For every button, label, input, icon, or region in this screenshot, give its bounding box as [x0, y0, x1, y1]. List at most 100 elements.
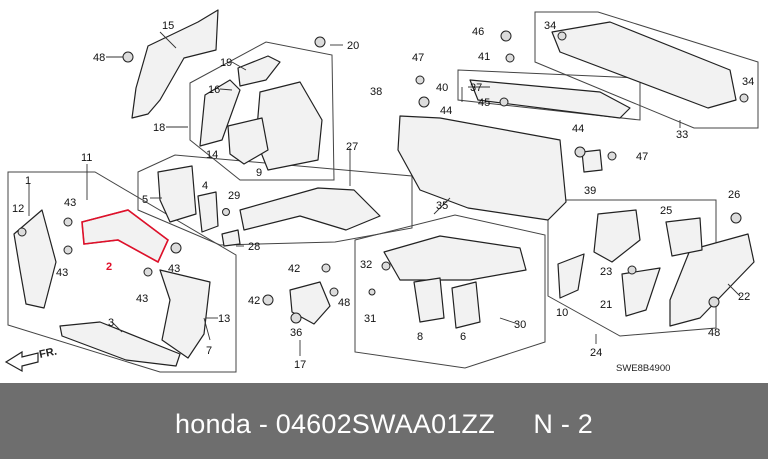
callout-5: 5 — [142, 194, 148, 206]
nut-36 — [290, 312, 302, 324]
callout-4: 4 — [202, 180, 208, 192]
callout-25: 25 — [660, 205, 672, 217]
callout-17: 17 — [294, 359, 306, 371]
callout-30: 30 — [514, 319, 526, 331]
callout-20: 20 — [347, 40, 359, 52]
callout-14: 14 — [206, 149, 218, 161]
nut-43a — [63, 217, 73, 227]
callout-22: 22 — [738, 291, 750, 303]
part-33-cowl — [551, 21, 737, 109]
highlight-outline — [81, 209, 169, 264]
bolt-42a — [321, 263, 331, 273]
bolt-47a — [415, 75, 425, 85]
callout-47: 47 — [412, 52, 424, 64]
leader-16 — [219, 88, 233, 91]
callout-34: 34 — [544, 20, 556, 32]
callout-40: 40 — [436, 82, 448, 94]
bolt-42b — [262, 294, 274, 306]
clip-32 — [381, 261, 391, 271]
callout-37: 37 — [470, 82, 482, 94]
clip-29 — [222, 208, 230, 216]
part-4-bracket — [197, 191, 219, 233]
callout-38: 38 — [370, 86, 382, 98]
box-cowl — [534, 11, 759, 129]
part-39-bracket — [581, 149, 603, 173]
part-8-bracket — [413, 277, 445, 323]
leader-35 — [433, 197, 451, 215]
callout-48: 48 — [338, 297, 350, 309]
part-17-mount — [289, 281, 331, 325]
callout-23: 23 — [600, 266, 612, 278]
part-18-upper-member — [199, 79, 241, 147]
callout-11: 11 — [81, 152, 92, 164]
clip-34a — [557, 31, 567, 41]
callout-48: 48 — [708, 327, 720, 339]
nut-44a — [418, 96, 430, 108]
callout-27: 27 — [346, 141, 358, 153]
part-24-upper-panel — [593, 209, 641, 263]
front-arrow-icon — [4, 350, 39, 373]
part-6-bracket — [451, 281, 481, 329]
part-22-rear-frame — [669, 233, 755, 327]
leader-3 — [111, 321, 123, 333]
callout-32: 32 — [360, 259, 372, 271]
bolt-23 — [627, 265, 637, 275]
callout-26: 26 — [728, 189, 740, 201]
callout-labels: 1234567891011121314151617181920212223242… — [12, 20, 754, 371]
exploded-view-illustration: FR. 123456789101112131415161718192021222… — [4, 9, 759, 374]
callout-39: 39 — [584, 185, 596, 197]
bolt-43c — [143, 267, 153, 277]
clip-26 — [730, 212, 742, 224]
callout-42: 42 — [288, 263, 300, 275]
box-front-side — [354, 214, 546, 369]
nut-41 — [505, 53, 515, 63]
callout-15: 15 — [162, 20, 174, 32]
callout-43: 43 — [168, 263, 180, 275]
banner-text: honda - 04602SWAA01ZZ N - 2 — [175, 409, 593, 439]
callout-7: 7 — [206, 345, 212, 357]
callout-41: 41 — [478, 51, 490, 63]
box-front-frame — [7, 171, 237, 373]
callout-10: 10 — [556, 307, 568, 319]
clip-31 — [368, 288, 376, 296]
part-21-strip — [621, 267, 661, 317]
callout-46: 46 — [472, 26, 484, 38]
box-wheelhouse-front — [189, 41, 335, 181]
leader-30 — [499, 317, 519, 325]
callout-43: 43 — [136, 293, 148, 305]
callout-28: 28 — [248, 241, 260, 253]
callout-29: 29 — [228, 190, 240, 202]
callout-18: 18 — [153, 122, 165, 134]
part-5-frame-bracket — [157, 165, 197, 223]
part-9-wheelhouse — [255, 81, 323, 171]
part-14-lower-bracket — [227, 117, 269, 165]
part-19-bracket — [237, 55, 281, 87]
callout-3: 3 — [108, 317, 114, 329]
callout-9: 9 — [256, 167, 262, 179]
callout-6: 6 — [460, 331, 466, 343]
part-12-side-pillar — [13, 209, 57, 309]
nut-44b — [574, 146, 586, 158]
part-number-banner: honda - 04602SWAA01ZZ N - 2 — [0, 383, 768, 459]
box-upper-bracket — [457, 69, 641, 121]
callout-24: 24 — [590, 347, 602, 359]
part-28-bracket — [221, 229, 241, 247]
part-30-side-member — [383, 235, 527, 281]
callout-43: 43 — [56, 267, 68, 279]
callout-8: 8 — [417, 331, 423, 343]
part-27-side-frame — [239, 187, 381, 231]
callout-16: 16 — [208, 84, 220, 96]
callout-44: 44 — [572, 123, 584, 135]
nut-12 — [17, 227, 27, 237]
group-boxes — [7, 11, 759, 373]
part-3-lower-crossmember — [59, 321, 181, 367]
bolt-48c — [708, 296, 720, 308]
clip-34b — [739, 93, 749, 103]
callout-35: 35 — [436, 200, 448, 212]
callout-2: 2 — [106, 261, 112, 273]
callout-47: 47 — [636, 151, 648, 163]
callout-21: 21 — [600, 299, 612, 311]
part-25-bracket — [665, 217, 703, 257]
